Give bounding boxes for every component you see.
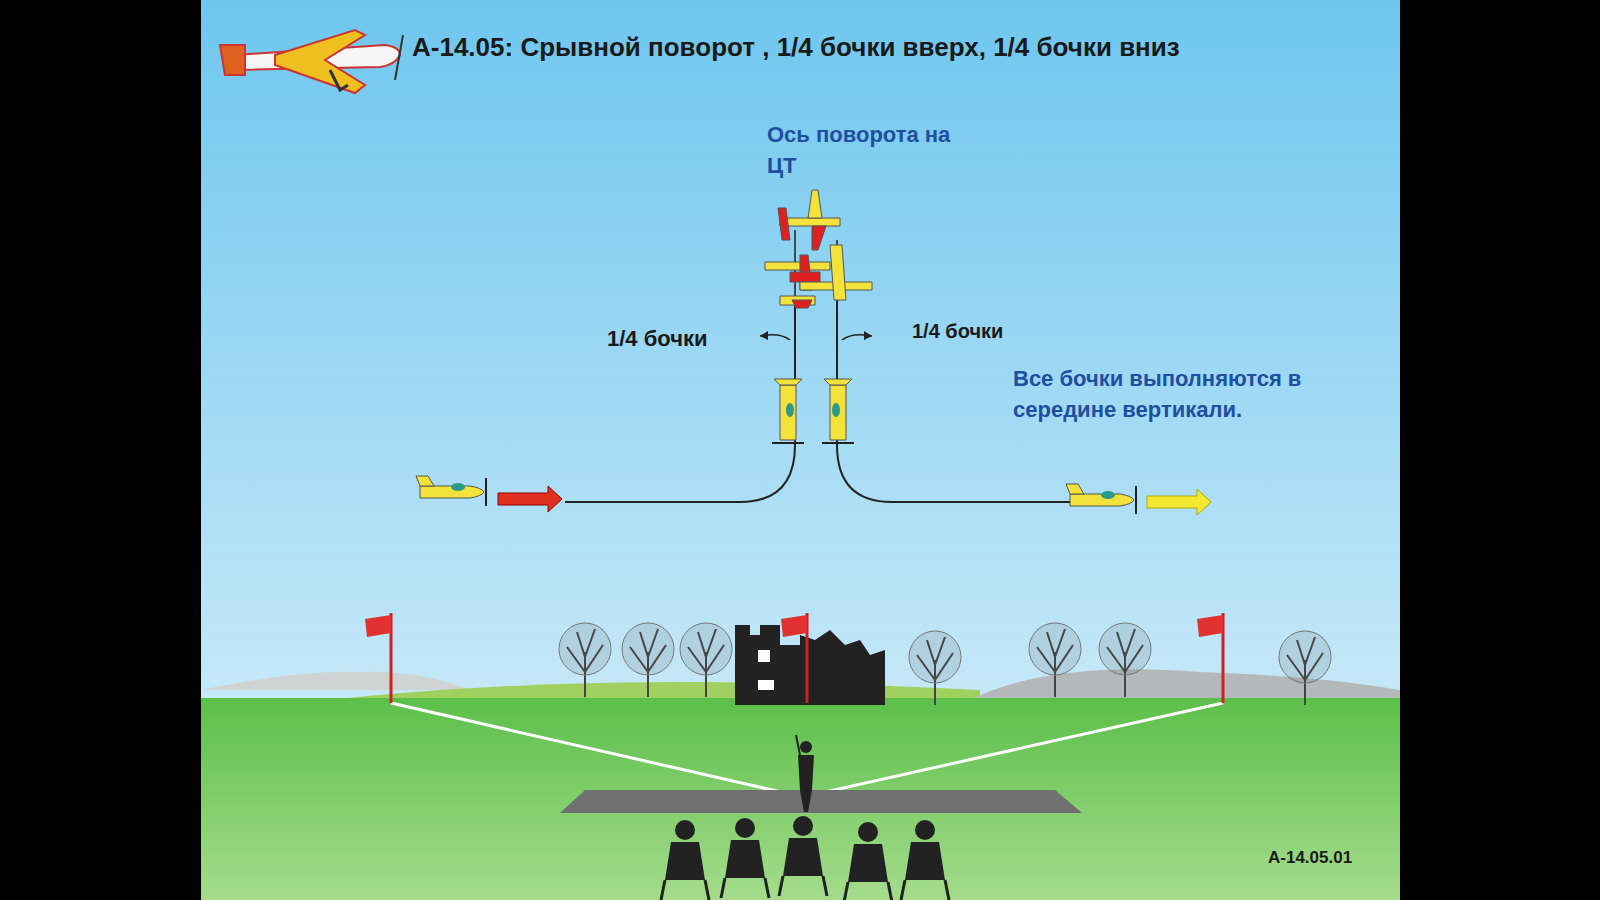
roll-label: 1/4 бочки <box>607 326 707 352</box>
note-text: Все бочки выполняются в середине вертика… <box>1013 364 1353 426</box>
roll-label: 1/4 бочки <box>912 320 1003 343</box>
axis-label: Ось поворота на ЦТ <box>767 120 967 182</box>
figure-code: А-14.05.01 <box>1268 848 1352 868</box>
figure-title: А-14.05: Срывной поворот , 1/4 бочки вве… <box>412 32 1180 63</box>
